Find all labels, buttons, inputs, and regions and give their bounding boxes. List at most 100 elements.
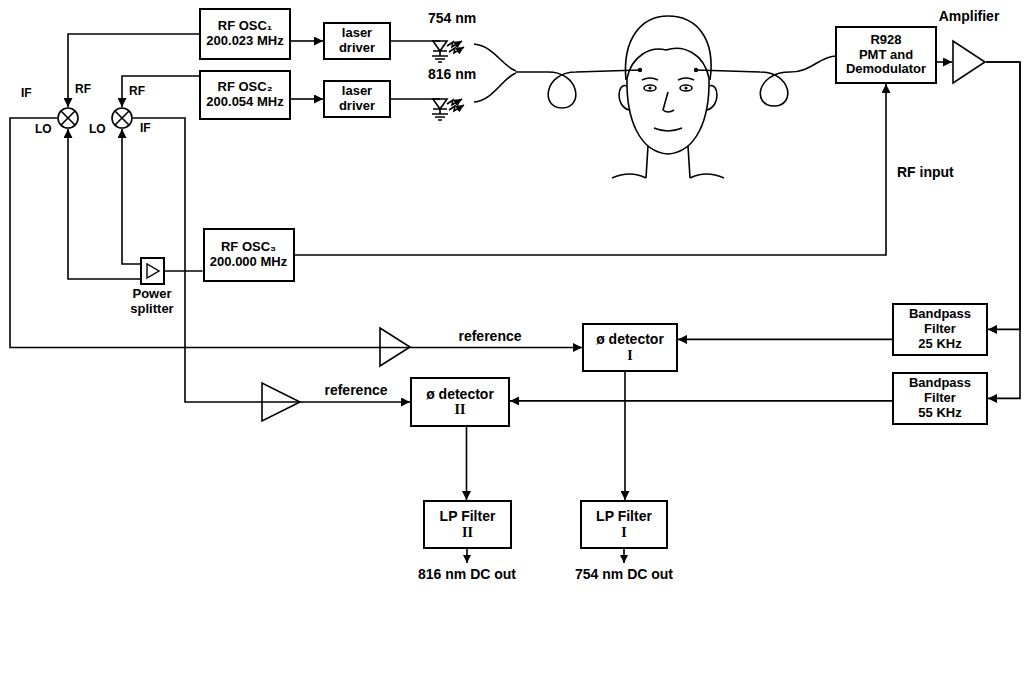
head-collar bbox=[612, 174, 724, 178]
head-neck bbox=[646, 146, 690, 178]
node-text: LP Filter bbox=[596, 508, 652, 524]
laser-diode-symbol bbox=[433, 99, 447, 109]
head-nose bbox=[663, 92, 674, 112]
node-text: ø detector bbox=[596, 331, 664, 347]
signal-label: reference bbox=[456, 328, 523, 344]
optical-fiber bbox=[516, 70, 640, 108]
head-hairline bbox=[627, 48, 709, 78]
node-text: laser driver bbox=[329, 26, 385, 56]
splitter-symbol bbox=[147, 264, 159, 278]
node-label: LO bbox=[35, 123, 52, 137]
oscillator-box: RF OSC₂200.054 MHz bbox=[199, 70, 291, 120]
oscillator-box: RF OSC₃200.000 MHz bbox=[203, 228, 295, 282]
head-ear bbox=[619, 86, 629, 110]
optical-fiber bbox=[474, 73, 516, 102]
optical-fiber bbox=[474, 44, 516, 71]
phase-detector-box: ø detectorI bbox=[582, 323, 678, 372]
node-text: laser driver bbox=[329, 84, 385, 114]
signal-wire bbox=[165, 270, 203, 272]
node-text: LP Filter bbox=[440, 508, 496, 524]
signal-label: RF input bbox=[895, 164, 956, 180]
node-label: LO bbox=[89, 123, 106, 137]
node-text: Bandpass Filter bbox=[898, 376, 982, 406]
signal-wire bbox=[122, 129, 140, 264]
mixer-node: IFRFLO bbox=[57, 107, 79, 129]
mixer-cross bbox=[61, 111, 75, 125]
head-hair bbox=[625, 16, 711, 80]
filter-box: LP FilterI bbox=[580, 500, 668, 549]
signal-wire bbox=[624, 372, 626, 500]
node-text: Bandpass Filter bbox=[898, 307, 982, 337]
laser-diode-symbol bbox=[433, 41, 447, 51]
node-label: RF bbox=[75, 83, 91, 97]
wavelength-label: 816 nm bbox=[428, 66, 476, 82]
signal-wire bbox=[133, 118, 410, 402]
signal-wire bbox=[122, 76, 199, 107]
head-mouth bbox=[654, 128, 682, 131]
node-label: IF bbox=[21, 87, 32, 101]
signal-wire bbox=[466, 427, 468, 500]
node-text: 200.023 MHz bbox=[206, 34, 283, 49]
signal-wire bbox=[68, 129, 140, 279]
node-label: RF bbox=[129, 85, 145, 99]
head-eye bbox=[680, 85, 692, 91]
mixer-circle bbox=[112, 108, 132, 128]
filter-box: Bandpass Filter55 KHz bbox=[892, 372, 988, 425]
signal-wire bbox=[291, 40, 323, 42]
head-pupil bbox=[648, 86, 651, 89]
output-arrow bbox=[466, 549, 468, 563]
output-label: 816 nm DC out bbox=[418, 566, 516, 582]
filter-box: LP FilterII bbox=[423, 500, 512, 549]
output-arrow bbox=[623, 549, 625, 563]
node-text: II bbox=[462, 525, 473, 541]
node-text: RF OSC₁ bbox=[218, 19, 273, 34]
driver-box: laser driver bbox=[323, 22, 391, 60]
oscillator-box: RF OSC₁200.023 MHz bbox=[199, 8, 291, 60]
node-text: 55 KHz bbox=[918, 406, 961, 421]
filter-box: Bandpass Filter25 KHz bbox=[892, 303, 988, 356]
node-label: IF bbox=[140, 122, 151, 136]
head-face bbox=[627, 78, 709, 154]
node-text: 200.054 MHz bbox=[206, 95, 283, 110]
node-label: Amplifier bbox=[929, 8, 1009, 24]
node-outline bbox=[57, 107, 79, 129]
node-outline bbox=[111, 107, 133, 129]
node-text: 200.000 MHz bbox=[210, 255, 287, 270]
node-outline bbox=[952, 40, 986, 84]
emission-arrow bbox=[447, 99, 462, 105]
node-label: Power splitter bbox=[121, 287, 183, 317]
fiber-probe bbox=[694, 68, 698, 72]
emission-arrow bbox=[449, 47, 464, 53]
node-text: R928 bbox=[870, 33, 901, 48]
output-label: 754 nm DC out bbox=[575, 566, 673, 582]
amplifier-node: Amplifier bbox=[952, 40, 986, 84]
signal-wire bbox=[68, 34, 199, 107]
phase-detector-box: ø detectorII bbox=[410, 377, 510, 427]
signal-wire bbox=[986, 62, 1020, 398]
detector-box: R928PMT and Demodulator bbox=[835, 26, 937, 84]
splitter-node: Power splitter bbox=[140, 257, 165, 285]
head-eye bbox=[644, 85, 656, 91]
signal-label: reference bbox=[322, 382, 389, 398]
node-text: I bbox=[621, 525, 626, 541]
fiber-probe bbox=[638, 68, 642, 72]
node-text: II bbox=[455, 402, 466, 418]
amplifier-triangle bbox=[953, 41, 985, 83]
head-pupil bbox=[684, 86, 687, 89]
mixer-cross bbox=[115, 111, 129, 125]
signal-wire bbox=[10, 118, 582, 348]
signal-wire bbox=[678, 339, 892, 341]
node-text: PMT and Demodulator bbox=[841, 48, 931, 78]
driver-box: laser driver bbox=[323, 80, 391, 118]
node-outline bbox=[142, 259, 163, 283]
node-text: I bbox=[627, 348, 632, 364]
node-text: RF OSC₂ bbox=[218, 80, 273, 95]
signal-wire bbox=[986, 62, 1020, 329]
wavelength-label: 754 nm bbox=[428, 10, 476, 26]
node-text: ø detector bbox=[426, 386, 494, 402]
head-ear bbox=[707, 86, 717, 110]
ground-symbol bbox=[432, 51, 448, 62]
signal-wire bbox=[291, 98, 323, 100]
mixer-node: RFLOIF bbox=[111, 107, 133, 129]
head-eyebrows bbox=[642, 78, 694, 80]
